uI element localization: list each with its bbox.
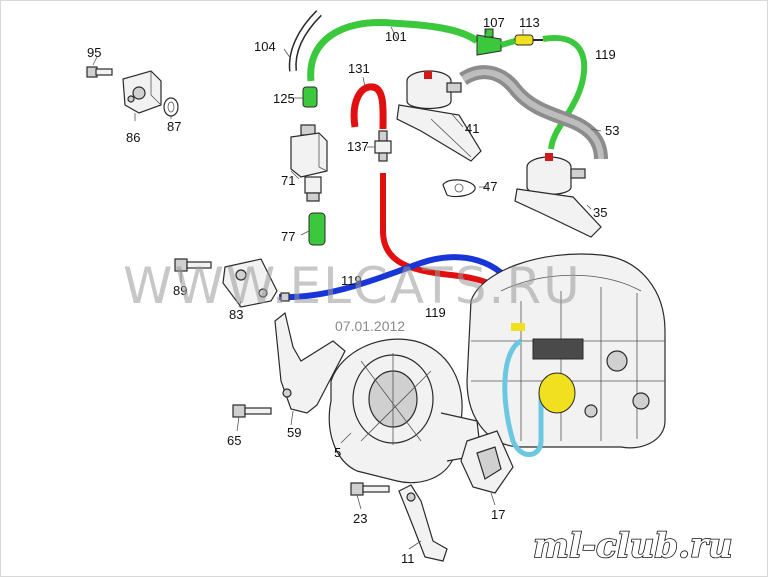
site-logo: ml-club.ru	[533, 526, 733, 566]
callout-104: 104	[254, 39, 276, 54]
callout-119-top: 119	[595, 47, 616, 62]
connector-107	[476, 28, 502, 56]
valve-assembly-41	[396, 70, 482, 162]
callout-77: 77	[281, 229, 295, 244]
callout-119-blue: 119	[341, 273, 362, 288]
callout-86: 86	[126, 130, 140, 145]
callout-107: 107	[483, 15, 505, 30]
callout-137: 137	[347, 139, 369, 154]
gasket-47	[442, 179, 476, 198]
callout-119-red: 119	[425, 305, 446, 320]
callout-47: 47	[483, 179, 497, 194]
bracket-11	[398, 484, 448, 562]
hose-101	[307, 19, 480, 82]
solenoid-71	[290, 124, 328, 202]
callout-35: 35	[593, 205, 607, 220]
cap-77	[308, 212, 326, 246]
callout-53: 53	[605, 123, 619, 138]
watermark-text: WWW.ELCATS.RU	[123, 257, 582, 315]
leader-lines	[92, 26, 602, 550]
callout-41: 41	[465, 121, 479, 136]
filter-137	[374, 130, 392, 162]
callout-101: 101	[385, 29, 407, 44]
callout-65: 65	[227, 433, 241, 448]
valve-35	[514, 153, 602, 238]
callout-17: 17	[491, 507, 505, 522]
vacuum-unit-yellow	[538, 372, 576, 414]
hose-cyan	[502, 338, 544, 457]
mount-17	[460, 430, 514, 494]
o-ring-87	[163, 97, 179, 117]
callout-23: 23	[353, 511, 367, 526]
cap-125	[302, 86, 318, 108]
callout-95: 95	[87, 45, 101, 60]
callout-131: 131	[348, 61, 370, 76]
callout-87: 87	[167, 119, 181, 134]
bolt-23	[350, 482, 390, 496]
callout-125: 125	[273, 91, 295, 106]
callout-83: 83	[229, 307, 243, 322]
bolt-95	[86, 66, 113, 78]
bracket-83	[222, 258, 278, 308]
callout-labels: 95 86 87 104 101 107 113 119 131 125 41 …	[87, 15, 619, 566]
date-stamp: 07.01.2012	[335, 318, 405, 334]
air-pump-5	[328, 338, 482, 484]
sensor-86	[122, 70, 162, 114]
hose-119-upper	[500, 34, 588, 150]
valve-113	[514, 34, 543, 46]
callout-113: 113	[519, 15, 540, 30]
callout-71: 71	[281, 173, 295, 188]
bolt-65	[232, 404, 272, 418]
callout-89: 89	[173, 283, 187, 298]
callout-11: 11	[401, 551, 415, 566]
hose-131	[350, 83, 387, 130]
bracket-59	[274, 311, 346, 414]
bolt-89	[174, 258, 212, 272]
actuator-dark	[532, 338, 584, 360]
callout-5: 5	[334, 445, 341, 460]
callout-59: 59	[287, 425, 301, 440]
